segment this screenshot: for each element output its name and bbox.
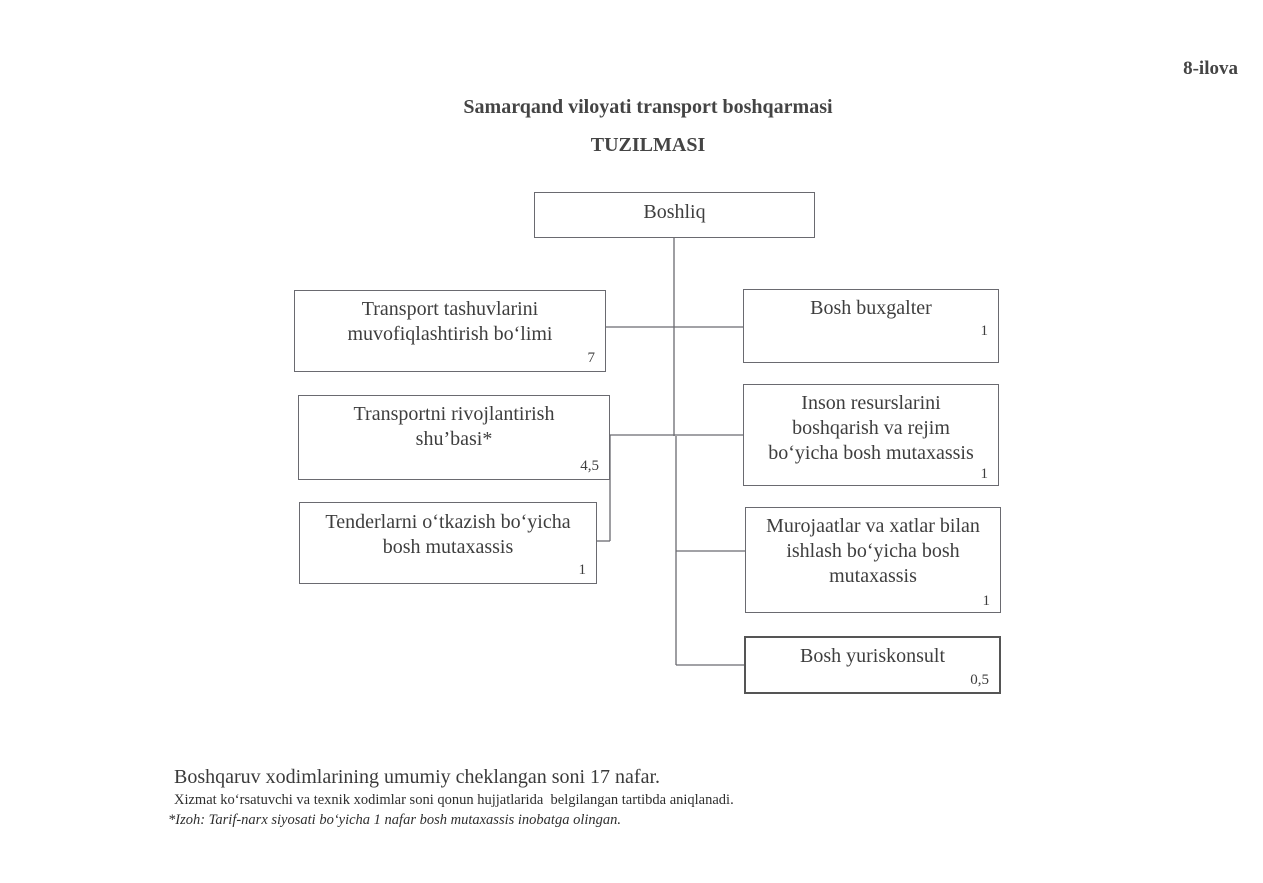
org-box-label: Murojaatlar va xatlar bilan ishlash bo‘y… xyxy=(746,514,1000,589)
org-box-label: Boshliq xyxy=(643,201,706,223)
service-staff-note: Xizmat ko‘rsatuvchi va texnik xodimlar s… xyxy=(174,792,734,808)
staff-count: 7 xyxy=(587,350,596,366)
annex-label: 8-ilova xyxy=(1183,58,1238,79)
total-staff-note: Boshqaruv xodimlarining umumiy cheklanga… xyxy=(174,766,661,788)
label-line: ishlash bo‘yicha bosh xyxy=(786,540,960,562)
org-box-label: Transport tashuvlarini muvofiqlashtirish… xyxy=(295,297,605,347)
label-line: Tenderlarni o‘tkazish bo‘yicha xyxy=(325,511,571,533)
label-line: Bosh yuriskonsult xyxy=(799,645,946,667)
document-title: Samarqand viloyati transport boshqarmasi xyxy=(463,96,833,118)
org-box-label: Transportni rivojlantirish shu’basi* xyxy=(299,402,609,452)
org-box-legal-counsel: Bosh yuriskonsult 0,5 xyxy=(744,636,1001,694)
label-line: mutaxassis xyxy=(829,565,917,587)
label-line: Transport tashuvlarini xyxy=(361,298,539,320)
label-line: boshqarish va rejim xyxy=(792,417,950,439)
org-box-label: Inson resurslarini boshqarish va rejim b… xyxy=(744,391,998,466)
staff-count: 0,5 xyxy=(970,672,989,688)
asterisk-note: *Izoh: Tarif-narx siyosati bo‘yicha 1 na… xyxy=(168,812,621,828)
org-box-appeals-specialist: Murojaatlar va xatlar bilan ishlash bo‘y… xyxy=(745,507,1001,613)
document-subtitle: TUZILMASI xyxy=(590,134,706,156)
label-line: bosh mutaxassis xyxy=(382,536,514,558)
staff-count: 1 xyxy=(982,593,991,609)
org-box-head: Boshliq xyxy=(534,192,815,238)
org-box-label: Bosh yuriskonsult xyxy=(746,644,999,669)
label-line: Transportni rivojlantirish xyxy=(353,403,555,425)
staff-count: 1 xyxy=(980,323,989,339)
org-box-chief-accountant: Bosh buxgalter 1 xyxy=(743,289,999,363)
org-box-transport-development: Transportni rivojlantirish shu’basi* 4,5 xyxy=(298,395,610,480)
label-line: Murojaatlar va xatlar bilan xyxy=(766,515,980,537)
org-box-label: Bosh buxgalter xyxy=(744,296,998,321)
org-box-label: Tenderlarni o‘tkazish bo‘yicha bosh muta… xyxy=(300,510,596,560)
staff-count: 1 xyxy=(578,562,587,578)
label-line: muvofiqlashtirish bo‘limi xyxy=(347,323,553,345)
label-line: Inson resurslarini xyxy=(801,392,941,414)
label-line: Bosh buxgalter xyxy=(810,297,932,319)
staff-count: 1 xyxy=(980,466,989,482)
org-box-hr-specialist: Inson resurslarini boshqarish va rejim b… xyxy=(743,384,999,486)
staff-count: 4,5 xyxy=(580,458,599,474)
label-line: bo‘yicha bosh mutaxassis xyxy=(768,442,974,464)
org-box-transport-coordination: Transport tashuvlarini muvofiqlashtirish… xyxy=(294,290,606,372)
label-line: shu’basi* xyxy=(415,428,493,450)
org-box-tender-specialist: Tenderlarni o‘tkazish bo‘yicha bosh muta… xyxy=(299,502,597,584)
